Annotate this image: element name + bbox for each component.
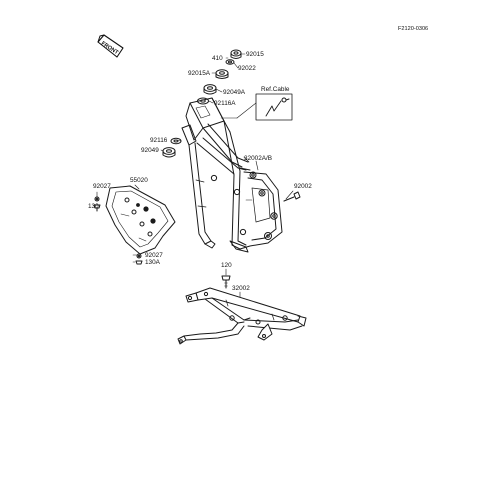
lower-frame-cradle <box>177 287 307 345</box>
part-55020: 55020 <box>130 177 148 184</box>
bolt-120-icon <box>221 275 231 289</box>
ref-cable-box <box>255 93 293 121</box>
part-120: 120 <box>221 262 232 269</box>
part-130: 130 <box>88 203 99 210</box>
main-frame <box>181 97 283 253</box>
part-32002ab: 32002A/B <box>244 155 273 162</box>
ref-cable-label: Ref.Cable <box>261 86 290 93</box>
part-92049a: 92049A <box>223 89 246 96</box>
frame-bolt-icon <box>283 191 301 202</box>
part-92015a: 92015A <box>188 70 211 77</box>
part-92022: 92022 <box>238 65 256 72</box>
part-92002: 92002 <box>294 183 312 190</box>
part-92015: 92015 <box>246 51 264 58</box>
part-92116: 92116 <box>150 137 168 144</box>
part-130a: 130A <box>145 259 160 266</box>
leader-lines <box>96 53 294 299</box>
part-92049: 92049 <box>141 147 159 154</box>
figure-code: F2120-0306 <box>398 26 429 32</box>
part-32002: 32002 <box>232 285 250 292</box>
part-92027-lower: 92027 <box>145 252 163 259</box>
part-92027-upper: 92027 <box>93 183 111 190</box>
part-410: 410 <box>212 55 223 62</box>
part-92116a: 92116A <box>214 100 236 107</box>
skid-plate-hardware <box>93 196 143 265</box>
skid-plate <box>105 185 176 255</box>
front-arrow-icon: FRONT <box>97 34 124 58</box>
